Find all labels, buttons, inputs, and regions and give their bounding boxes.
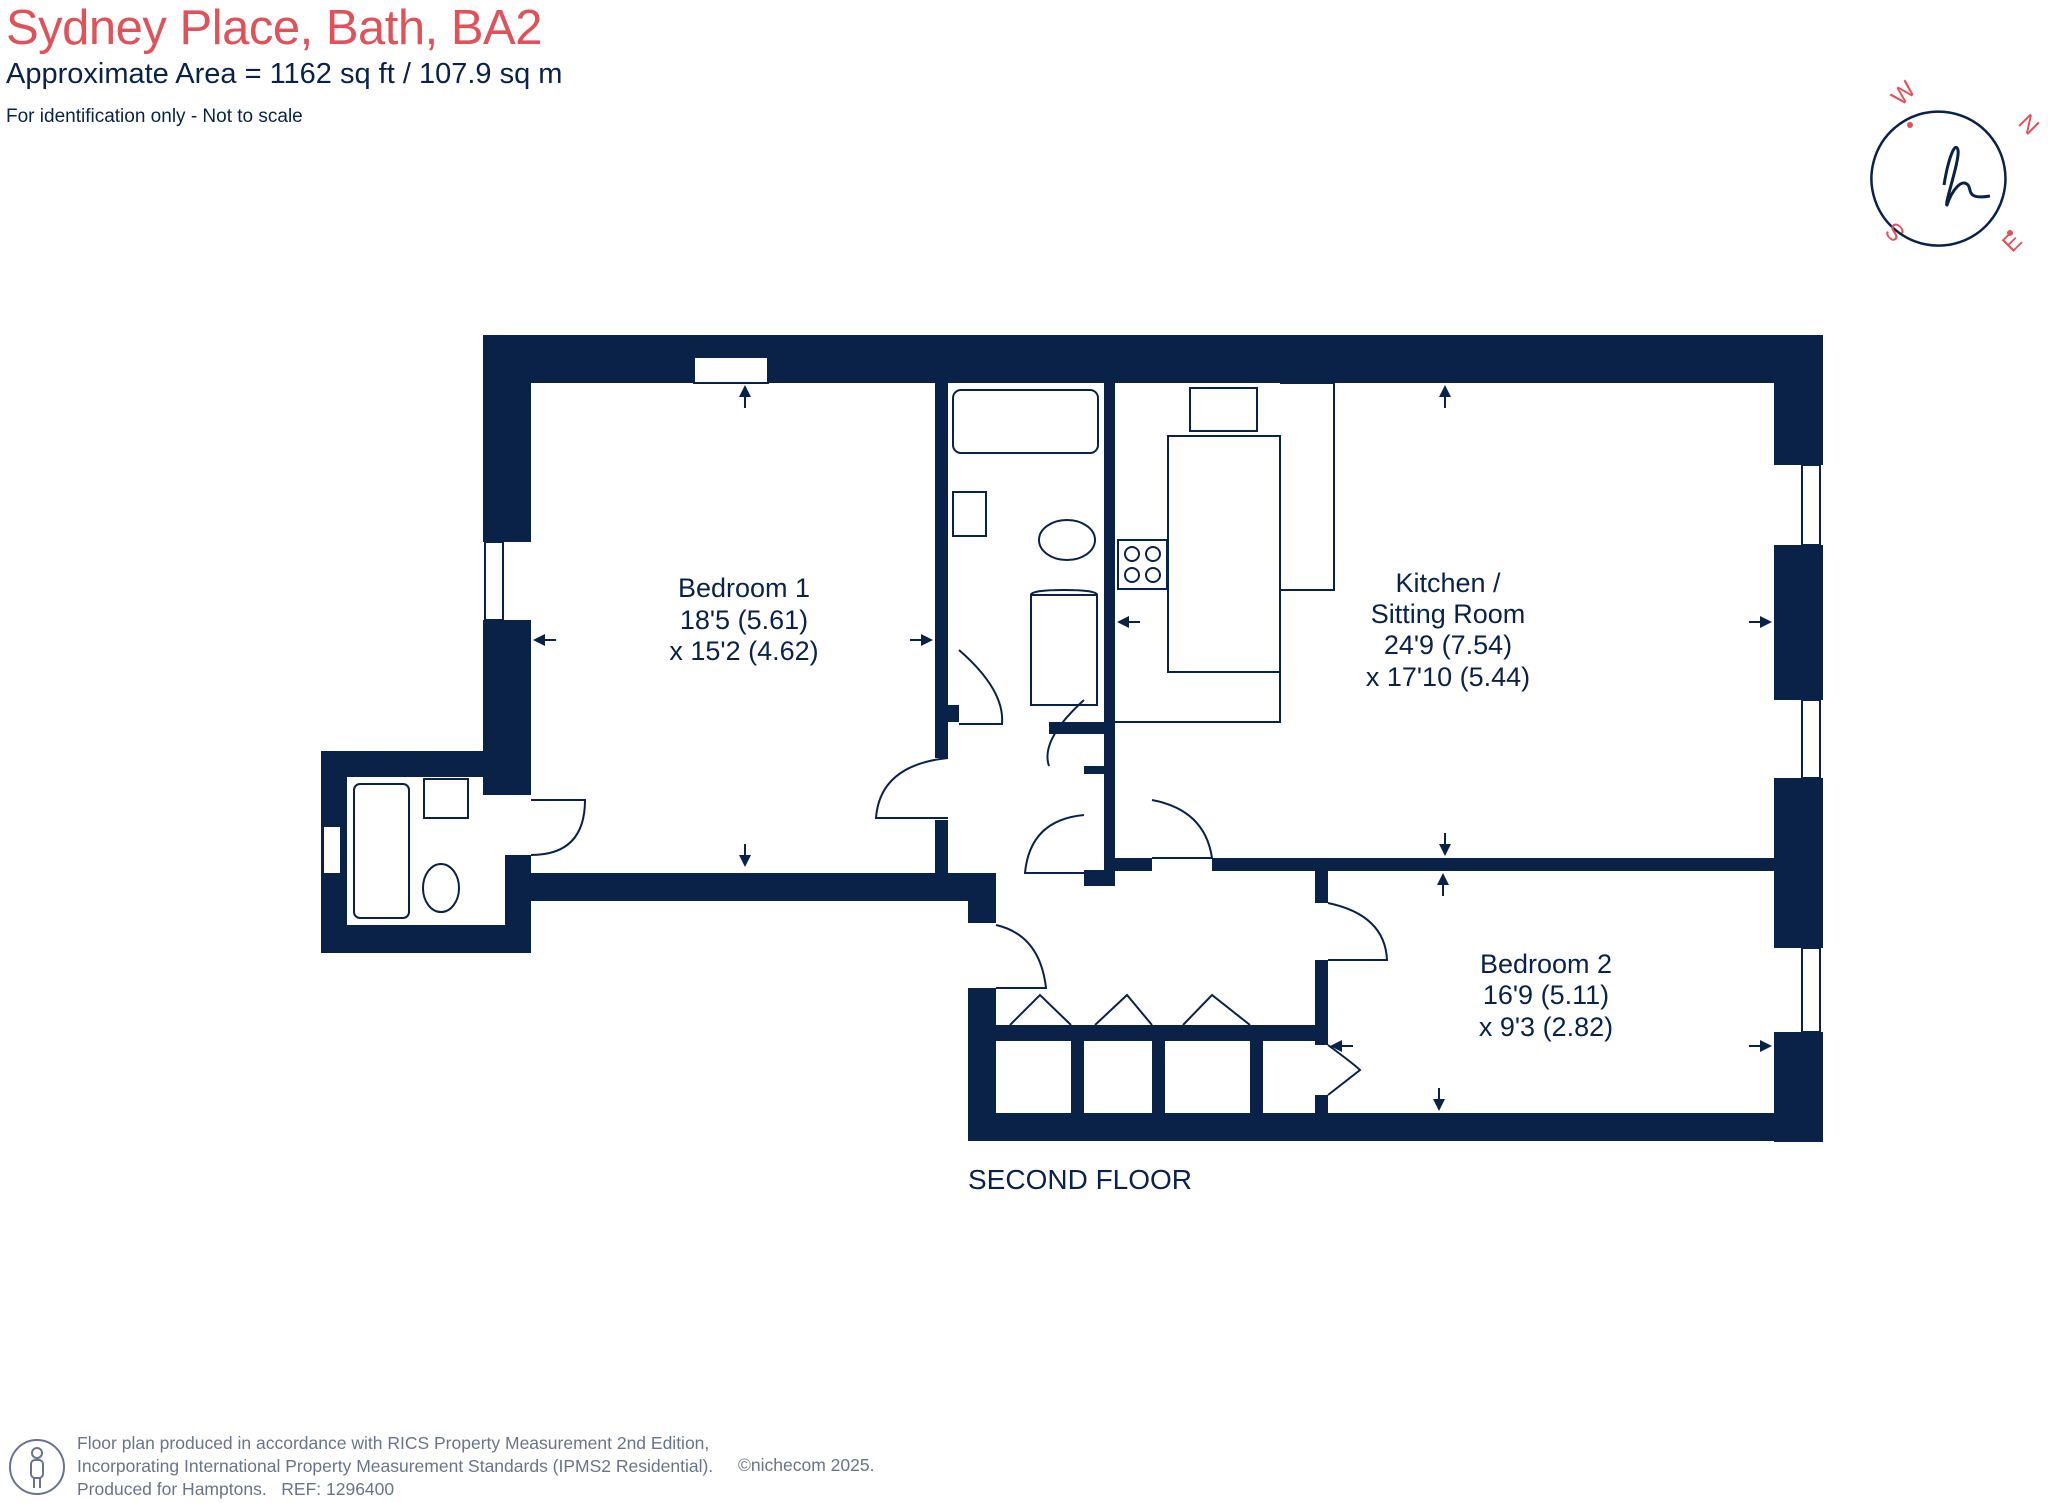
identification-note: For identification only - Not to scale xyxy=(6,106,303,127)
sink-icon xyxy=(1189,387,1258,432)
toilet-icon xyxy=(1038,519,1096,561)
bedroom-2-dim2: x 9'3 (2.82) xyxy=(1479,1012,1613,1042)
toilet-icon xyxy=(422,863,460,913)
bedroom-1-dim1: 18'5 (5.61) xyxy=(680,605,808,635)
windows xyxy=(322,356,1821,1033)
page-title: Sydney Place, Bath, BA2 xyxy=(6,1,543,55)
compass-south: S xyxy=(1880,217,1910,247)
footer: Floor plan produced in accordance with R… xyxy=(0,1428,1000,1503)
bedroom-1-name: Bedroom 1 xyxy=(678,573,810,603)
footer-brand: ©nichecom 2025. xyxy=(738,1455,875,1475)
sink-icon xyxy=(952,491,987,537)
hob-icon xyxy=(1117,539,1168,590)
kitchen-name-line1: Kitchen / xyxy=(1395,568,1501,598)
kitchen-dim1: 24'9 (7.54) xyxy=(1384,630,1512,660)
person-icon xyxy=(9,1439,65,1495)
footer-line-2: Incorporating International Property Mea… xyxy=(77,1456,714,1476)
measurement-arrows xyxy=(533,385,1772,1111)
approximate-area: Approximate Area = 1162 sq ft / 107.9 sq… xyxy=(6,58,563,90)
compass-logo-icon: W N S E xyxy=(1870,76,2044,258)
bath-icon xyxy=(353,783,410,919)
shower-icon xyxy=(1030,588,1098,706)
footer-ref: REF: 1296400 xyxy=(281,1479,395,1499)
bath-icon xyxy=(952,389,1099,454)
compass-north: N xyxy=(2013,109,2044,140)
compass-west: W xyxy=(1886,76,1921,111)
sink-icon xyxy=(423,778,469,819)
kitchen-dim2: x 17'10 (5.44) xyxy=(1366,662,1530,692)
kitchen-name-line2: Sitting Room xyxy=(1371,599,1526,629)
walls xyxy=(321,335,1823,1142)
floor-name: SECOND FLOOR xyxy=(968,1164,1192,1195)
bedroom-2-name: Bedroom 2 xyxy=(1480,949,1612,979)
bedroom-2-dim1: 16'9 (5.11) xyxy=(1483,980,1609,1010)
bedroom-1-dim2: x 15'2 (4.62) xyxy=(669,636,818,666)
footer-line-1: Floor plan produced in accordance with R… xyxy=(77,1433,710,1453)
footer-produced-for: Produced for Hamptons. xyxy=(77,1479,267,1499)
